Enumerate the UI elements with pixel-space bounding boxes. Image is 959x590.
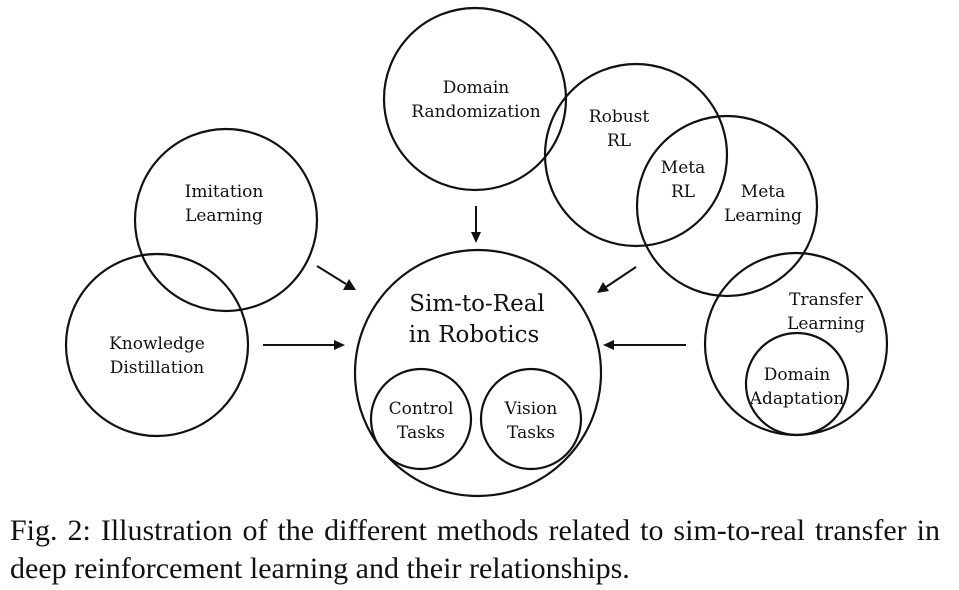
arrowhead bbox=[334, 340, 345, 350]
domain-adaptation-label: Domain bbox=[764, 365, 831, 385]
meta-learning-label: Learning bbox=[724, 206, 802, 226]
robust-rl-label: Robust bbox=[589, 107, 650, 127]
imitation-learning-circle bbox=[133, 127, 319, 313]
domain-randomization-label: Domain bbox=[443, 78, 510, 98]
meta-learning-circle bbox=[635, 114, 819, 298]
domain-adaptation-label: Adaptation bbox=[749, 389, 845, 409]
transfer-learning-label: Transfer bbox=[789, 290, 864, 310]
imitation-learning-label: Imitation bbox=[185, 182, 264, 202]
arrowhead bbox=[471, 232, 481, 243]
domain-randomization-circle bbox=[382, 6, 568, 192]
domain-adaptation-circle bbox=[744, 331, 850, 437]
meta-learning-label: Meta bbox=[741, 182, 785, 202]
arrow-meta-learning bbox=[605, 266, 637, 288]
sim-to-real-circle bbox=[353, 248, 603, 498]
arrowhead bbox=[597, 282, 609, 293]
arrow-imitation-learning bbox=[316, 265, 347, 285]
imitation-learning-label: Learning bbox=[185, 206, 263, 226]
vision-tasks-circle bbox=[479, 367, 583, 471]
robust-rl-circle bbox=[543, 62, 729, 248]
meta-rl-label: RL bbox=[671, 182, 695, 202]
meta-rl-label: Meta bbox=[661, 158, 705, 178]
knowledge-distillation-circle bbox=[64, 252, 250, 438]
domain-randomization-label: Randomization bbox=[411, 102, 541, 122]
arrowhead bbox=[343, 279, 356, 290]
transfer-learning-label: Learning bbox=[787, 314, 865, 334]
sim-to-real-label: in Robotics bbox=[409, 322, 540, 348]
vision-tasks-label: Tasks bbox=[507, 423, 555, 443]
control-tasks-label: Tasks bbox=[397, 423, 445, 443]
control-tasks-label: Control bbox=[389, 399, 454, 419]
sim-to-real-label: Sim-to-Real bbox=[409, 291, 545, 317]
robust-rl-label: RL bbox=[607, 131, 631, 151]
knowledge-distillation-label: Distillation bbox=[110, 358, 205, 378]
methods-diagram: Domain Randomization Robust RL Meta RL M… bbox=[64, 6, 889, 498]
figure-caption: Fig. 2: Illustration of the different me… bbox=[10, 514, 940, 585]
vision-tasks-label: Vision bbox=[504, 399, 558, 419]
knowledge-distillation-label: Knowledge bbox=[109, 334, 205, 354]
arrowhead bbox=[603, 340, 614, 350]
control-tasks-circle bbox=[369, 367, 473, 471]
